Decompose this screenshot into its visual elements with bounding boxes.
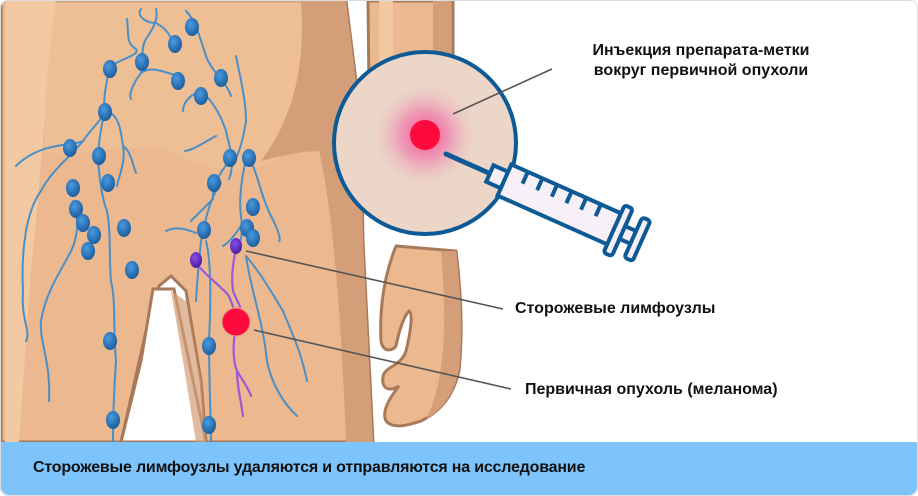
lymph-nodes bbox=[63, 18, 260, 434]
leader-lines bbox=[245, 68, 553, 390]
footer-text: Сторожевые лимфоузлы удаляются и отправл… bbox=[33, 459, 586, 476]
sentinel-nodes bbox=[190, 238, 242, 268]
magnifier-circle bbox=[332, 50, 518, 236]
primary-tumor-label: Первичная опухоль (меланома) bbox=[525, 381, 778, 398]
sentinel-nodes-label: Сторожевые лимфоузлы bbox=[515, 300, 716, 317]
footer-banner: Сторожевые лимфоузлы удаляются и отправл… bbox=[1, 442, 917, 495]
torso-shape bbox=[1, 1, 375, 444]
injection-label: Инъекция препарата-метки вокруг первично… bbox=[541, 41, 861, 81]
syringe-icon bbox=[443, 151, 652, 263]
injection-label-line2: вокруг первичной опухоли bbox=[593, 62, 809, 79]
primary-tumor bbox=[221, 307, 251, 337]
injection-label-line1: Инъекция препарата-метки bbox=[592, 42, 810, 59]
